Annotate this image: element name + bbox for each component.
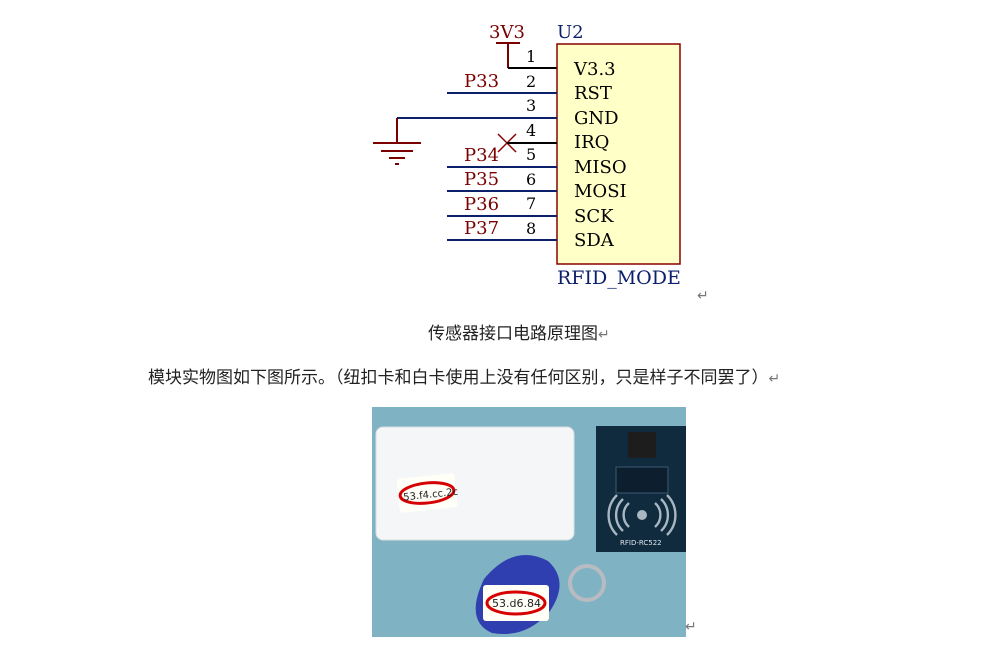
figure-caption-text: 传感器接口电路原理图 <box>428 324 598 344</box>
rfid-schematic: 3V3 U2 1 2 3 4 5 6 7 8 V3.3 RST GND IRQ … <box>373 22 709 300</box>
pin-number-4: 4 <box>526 121 536 140</box>
part-name: RFID_MODE <box>557 267 681 289</box>
paragraph-mark-4: ↵ <box>685 619 697 635</box>
rfid-reader-board: RFID-RC522 <box>596 426 686 552</box>
net-label-p37: P37 <box>464 218 499 239</box>
pin-number-1: 1 <box>526 47 536 66</box>
power-label: 3V3 <box>489 22 525 43</box>
pin-name-6: MOSI <box>574 181 627 202</box>
pin-number-6: 6 <box>526 170 536 189</box>
net-label-p35: P35 <box>464 169 499 190</box>
paragraph-mark-1: ↵ <box>697 288 709 300</box>
key-fob: 53.d6.84 <box>475 555 606 635</box>
part-ref: U2 <box>557 22 584 43</box>
module-photo: 53.f4.cc.2c RFID-RC522 53.d6.84 <box>372 407 686 637</box>
power-symbol <box>496 42 557 69</box>
net-label-p36: P36 <box>464 194 499 215</box>
pin-name-8: SDA <box>574 230 615 251</box>
pin-wires <box>447 92 557 241</box>
pin-number-7: 7 <box>526 194 536 213</box>
ground-symbol <box>373 117 557 165</box>
figure-caption: 传感器接口电路原理图↵ <box>428 319 610 344</box>
component-body <box>556 43 681 265</box>
pin-name-5: MISO <box>574 157 627 178</box>
pin-name-4: IRQ <box>574 132 609 153</box>
pin-number-8: 8 <box>526 219 536 238</box>
no-connect-mark <box>497 133 557 153</box>
paragraph-mark-2: ↵ <box>598 327 610 343</box>
pin-name-1: V3.3 <box>573 59 616 80</box>
body-paragraph: 模块实物图如下图所示。（纽扣卡和白卡使用上没有任何区别，只是样子不同罢了）↵ <box>148 363 780 388</box>
fob-tag-text: 53.d6.84 <box>492 597 541 610</box>
paragraph-mark-3: ↵ <box>768 371 781 387</box>
body-paragraph-text: 模块实物图如下图所示。（纽扣卡和白卡使用上没有任何区别，只是样子不同罢了） <box>148 368 769 388</box>
board-label: RFID-RC522 <box>620 539 662 547</box>
net-label-p33: P33 <box>464 71 499 92</box>
pin-number-2: 2 <box>526 72 536 91</box>
pin-number-5: 5 <box>526 145 536 164</box>
white-card: 53.f4.cc.2c <box>375 426 575 541</box>
pin-name-3: GND <box>574 108 619 129</box>
pin-number-3: 3 <box>526 96 536 115</box>
net-label-p34: P34 <box>464 145 499 166</box>
pin-name-2: RST <box>574 83 612 104</box>
pin-name-7: SCK <box>574 206 614 227</box>
